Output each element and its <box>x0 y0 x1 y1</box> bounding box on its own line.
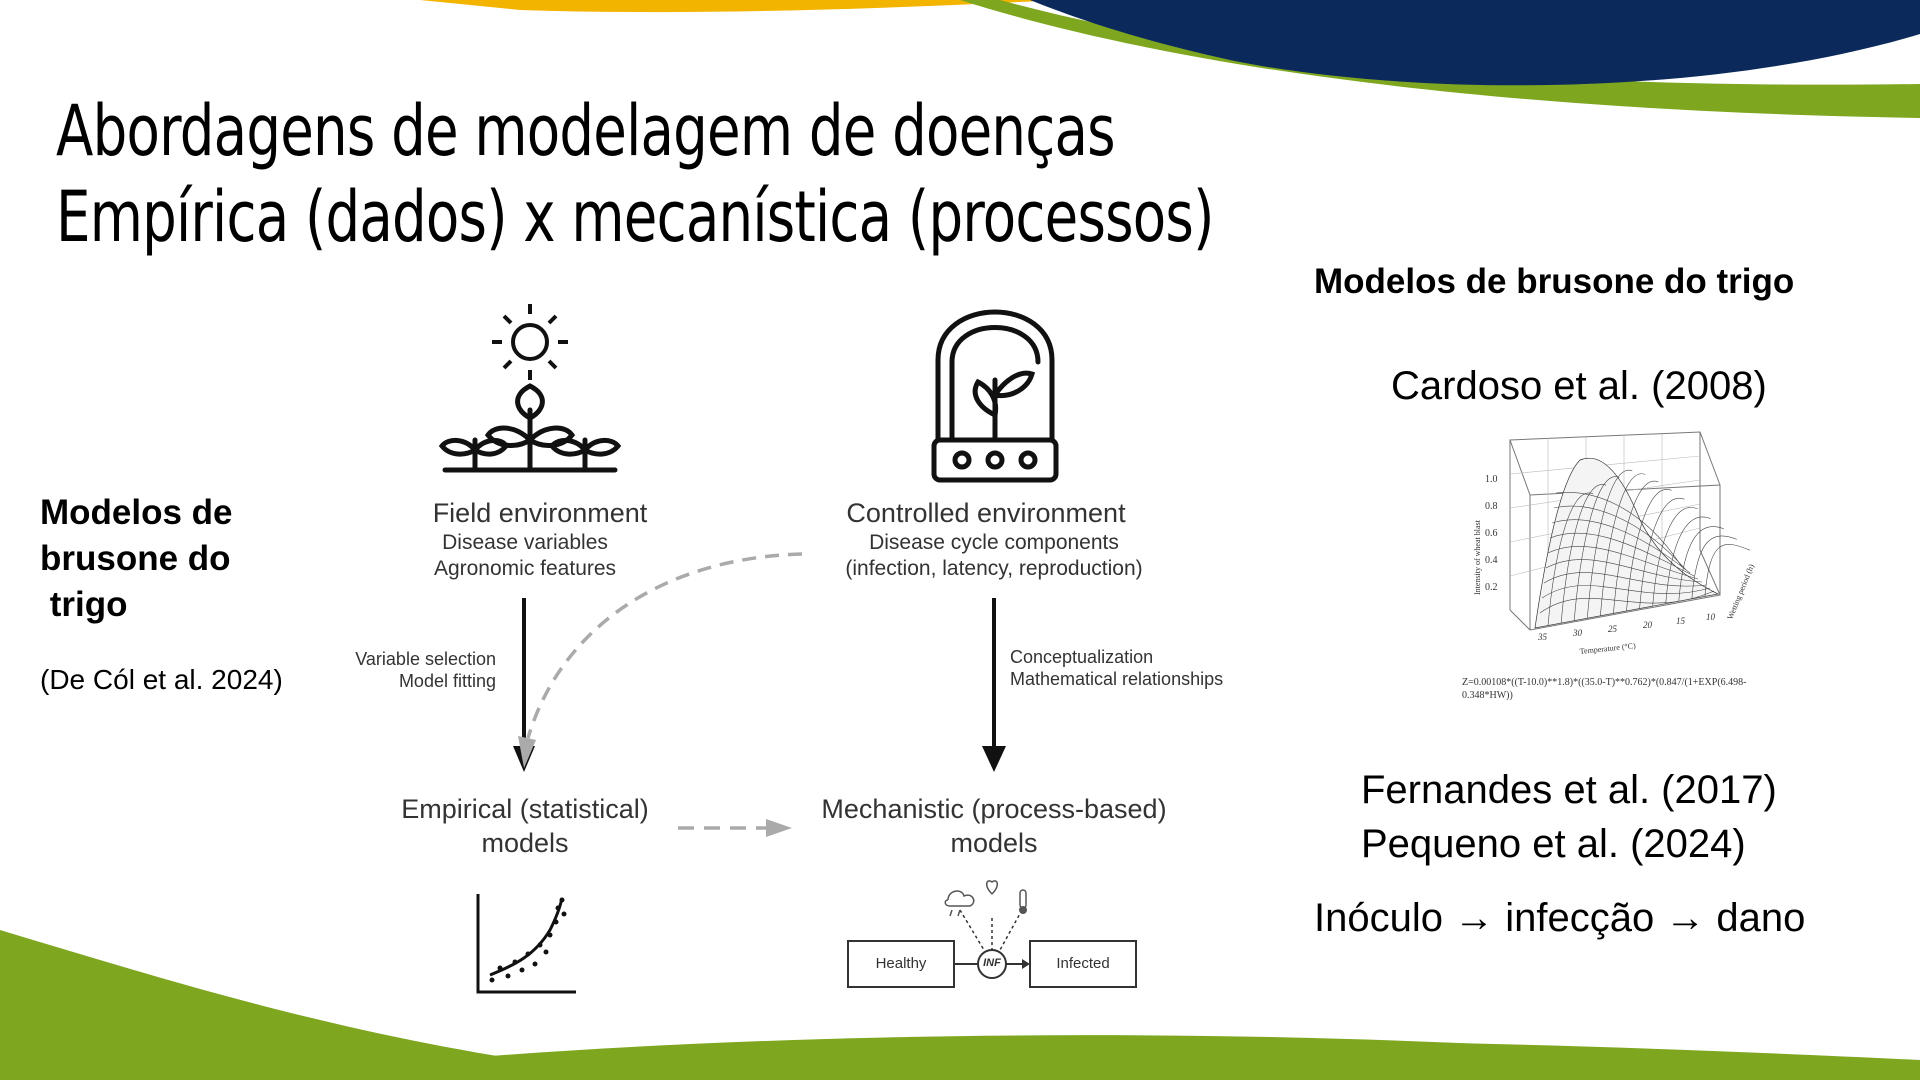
mesh-line <box>1560 484 1607 624</box>
mesh-line <box>1573 476 1620 621</box>
x-axis-label: Temperature (°C) <box>1579 641 1636 656</box>
mesh-line <box>1547 546 1699 580</box>
dashed-horizontal-arrow <box>678 819 792 837</box>
controlled-environment-title: Controlled environment <box>846 498 1126 528</box>
surface-formula: Z=0.00108*((T-10.0)**1.8)*((35.0-T)**0.7… <box>1462 677 1747 701</box>
mesh-line <box>1555 492 1683 568</box>
modeling-approaches-diagram <box>438 304 1137 994</box>
slide-title: Abordagens de modelagem de doenças Empír… <box>56 88 1214 260</box>
x-tick: 10 <box>1706 612 1716 622</box>
x-tick: 20 <box>1643 620 1653 630</box>
field-plants-icon <box>438 383 622 473</box>
plot-box <box>1509 431 1721 631</box>
process-chain: Inóculo → infecção → dano <box>1314 896 1806 940</box>
citation-fernandes: Fernandes et al. (2017) <box>1361 768 1777 812</box>
bottom-white-band <box>250 1035 1920 1080</box>
x-tick: 35 <box>1537 632 1548 642</box>
mesh-line <box>1543 572 1707 587</box>
top-green-swoosh <box>960 0 1920 118</box>
z-tick: 0.2 <box>1485 582 1498 593</box>
mesh-line <box>1539 590 1715 614</box>
mesh-line <box>1691 535 1737 599</box>
mechanistic-models-line2: models <box>950 828 1038 858</box>
left-heading: Modelos de brusone do trigo <box>40 493 233 624</box>
mesh-line <box>1704 544 1751 597</box>
right-heading: Modelos de brusone do trigo <box>1314 262 1795 301</box>
mesh-line <box>1586 470 1633 619</box>
citation-cardoso: Cardoso et al. (2008) <box>1391 364 1767 408</box>
left-arrow-label-1: Variable selection <box>355 649 496 669</box>
top-yellow-swoosh <box>420 0 1060 13</box>
dashed-curved-arrow <box>518 552 803 768</box>
title-line-1: Abordagens de modelagem de doenças <box>56 90 1116 172</box>
z-tick: 0.8 <box>1485 501 1498 512</box>
field-environment-line1: Disease variables <box>442 531 608 554</box>
mesh-line <box>1545 559 1703 583</box>
mesh-line <box>1678 526 1724 602</box>
y-axis-label: Wetting period (h) <box>1726 562 1757 620</box>
mesh-line <box>1652 507 1698 607</box>
growth-chamber-icon <box>931 309 1059 483</box>
right-arrow-label-2: Mathematical relationships <box>1010 669 1224 689</box>
scatter-plot-icon <box>476 894 576 994</box>
controlled-environment-line1: Disease cycle components <box>869 531 1119 554</box>
mesh-line <box>1639 497 1685 609</box>
left-citation: (De Cól et al. 2024) <box>40 664 283 695</box>
mechanistic-model-icon <box>847 880 1137 988</box>
mesh-line <box>1551 519 1691 574</box>
mesh-line <box>1553 505 1687 571</box>
controlled-environment-line2: (infection, latency, reproduction) <box>845 557 1143 580</box>
z-tick: 1.0 <box>1485 474 1498 485</box>
mesh-line <box>1549 532 1695 577</box>
empirical-models-line2: models <box>481 828 569 858</box>
z-tick: 0.6 <box>1485 528 1498 539</box>
x-tick-labels: 35 30 25 20 15 10 <box>1537 612 1716 642</box>
field-environment-title: Field environment <box>432 498 648 528</box>
left-arrow-label-2: Model fitting <box>398 671 496 691</box>
right-arrow <box>982 598 1006 772</box>
x-tick: 25 <box>1608 624 1618 634</box>
sun-icon <box>492 304 568 380</box>
mesh-line <box>1541 585 1711 599</box>
mesh-line <box>1600 473 1646 616</box>
surface-mesh <box>1534 457 1720 629</box>
z-tick-labels: 1.0 0.8 0.6 0.4 0.2 <box>1485 474 1498 593</box>
infected-box-label: Infected <box>1056 955 1110 972</box>
mesh-line <box>1665 516 1711 604</box>
field-environment-line2: Agronomic features <box>433 557 617 580</box>
inf-node-label: INF <box>983 957 1001 969</box>
surface-mesh-lines <box>1539 470 1751 626</box>
healthy-box-label: Healthy <box>875 955 927 972</box>
empirical-models-line1: Empirical (statistical) <box>401 794 649 824</box>
z-tick: 0.4 <box>1485 555 1498 566</box>
x-tick: 30 <box>1572 628 1583 638</box>
mechanistic-models-line1: Mechanistic (process-based) <box>821 794 1167 824</box>
title-line-2: Empírica (dados) x mecanística (processo… <box>56 176 1214 258</box>
x-tick: 15 <box>1676 616 1686 626</box>
z-axis-label: Intensity of wheat blast <box>1473 519 1482 595</box>
wheat-blast-surface-plot: 1.0 0.8 0.6 0.4 0.2 35 30 25 20 15 10 Te… <box>1473 431 1757 656</box>
top-navy-swoosh <box>1030 0 1920 86</box>
mesh-line <box>1613 480 1659 614</box>
right-arrow-label-1: Conceptualization <box>1010 647 1154 667</box>
mesh-line <box>1547 492 1594 626</box>
citation-pequeno: Pequeno et al. (2024) <box>1361 822 1746 866</box>
